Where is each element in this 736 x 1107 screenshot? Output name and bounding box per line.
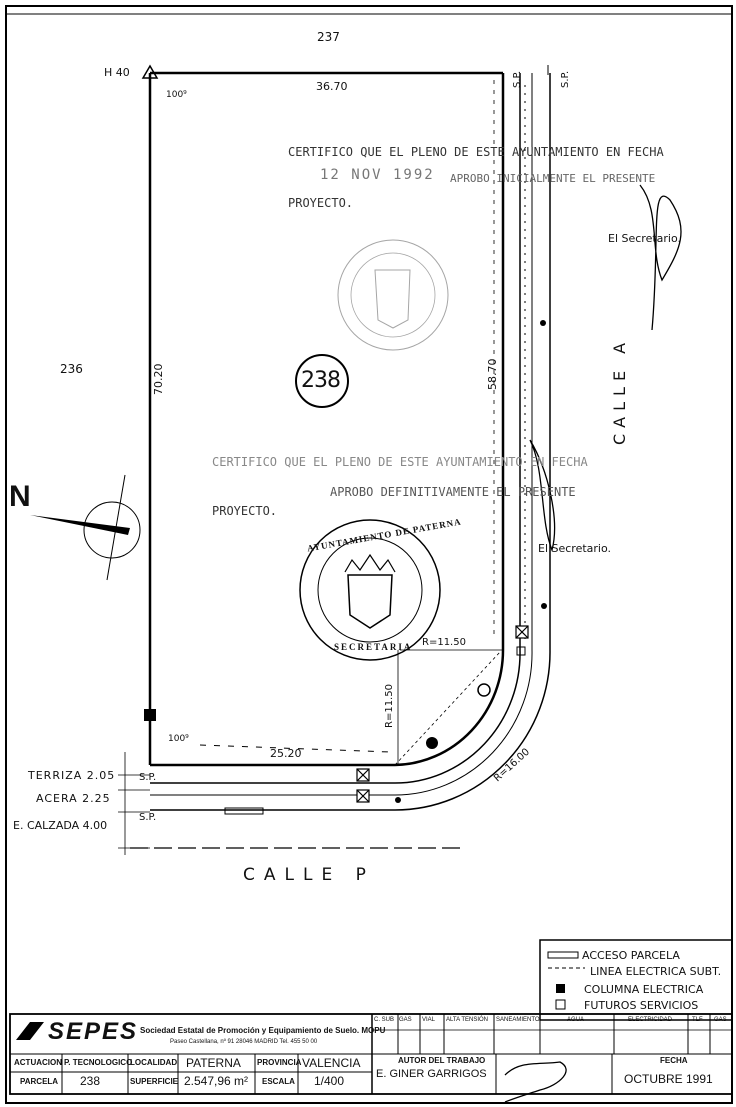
signature-strokes bbox=[504, 184, 682, 1103]
neighbor-plot-237: 237 bbox=[317, 30, 340, 44]
future-services-symbols bbox=[516, 646, 526, 656]
dimension-top: 36.70 bbox=[316, 80, 348, 93]
service-header-3: VIAL bbox=[422, 1017, 436, 1023]
certificate-1-line2: APROBO INICIALMENTE EL PRESENTE bbox=[450, 172, 656, 185]
fecha-value: OCTUBRE 1991 bbox=[624, 1072, 713, 1086]
service-header-2: ALTA TENSIÓN bbox=[446, 1017, 489, 1023]
localidad-value: PATERNA bbox=[186, 1056, 241, 1070]
dimension-bottom: 25.20 bbox=[270, 747, 302, 760]
certificate-1-date: 12 NOV 1992 bbox=[320, 167, 435, 183]
actuacion-type: P. TECNOLOGICO bbox=[64, 1058, 133, 1067]
access-strip bbox=[224, 807, 264, 815]
plot-boundary bbox=[148, 71, 505, 767]
angle-bottom: 100⁹ bbox=[168, 734, 189, 744]
escala-label: ESCALA bbox=[262, 1077, 295, 1086]
autor-label: AUTOR DEL TRABAJO bbox=[398, 1056, 486, 1065]
service-header-7: TLF bbox=[692, 1017, 703, 1023]
certificate-2-sign: El Secretario. bbox=[538, 542, 612, 555]
company-address: Paseo Castellana, nº 91 28046 MADRID Tel… bbox=[170, 1039, 318, 1045]
north-label: N bbox=[9, 480, 31, 513]
certificate-1-line1: CERTIFICO QUE EL PLENO DE ESTE AYUNTAMIE… bbox=[288, 145, 664, 159]
survey-marker bbox=[141, 64, 159, 79]
certificate-2-line3: PROYECTO. bbox=[212, 504, 278, 518]
service-header-8: GAS bbox=[714, 1017, 727, 1023]
service-header-1: C. SUB bbox=[374, 1017, 395, 1023]
electric-line bbox=[199, 85, 526, 753]
neighbor-plot-236: 236 bbox=[60, 362, 83, 376]
certificate-2-line2: APROBO DEFINITIVAMENTE EL PRESENTE bbox=[330, 485, 576, 499]
north-arrow bbox=[30, 474, 141, 581]
legend-box bbox=[539, 939, 733, 1021]
radius-vertical: R=11.50 bbox=[384, 684, 395, 728]
street-calle-p: CALLE P bbox=[243, 865, 375, 885]
electric-column-symbols bbox=[356, 625, 529, 803]
sp-bottom-2: S.P. bbox=[139, 812, 157, 823]
sepes-logo: SEPES bbox=[48, 1018, 139, 1045]
service-header-4: SANEAMIENTO bbox=[496, 1017, 540, 1023]
sp-bottom-1: S.P. bbox=[139, 772, 157, 783]
title-block bbox=[9, 1013, 733, 1095]
escala-value: 1/400 bbox=[314, 1074, 345, 1088]
localidad-label: LOCALIDAD bbox=[130, 1058, 178, 1067]
seal-bottom-text: SECRETARIA bbox=[334, 642, 413, 652]
superficie-label: SUPERFICIE bbox=[130, 1077, 179, 1086]
plot-number: 238 bbox=[301, 368, 341, 393]
seal-lower bbox=[299, 519, 441, 661]
section-calzada: E. CALZADA 4.00 bbox=[13, 819, 108, 832]
sepes-logo-mark bbox=[16, 1022, 44, 1040]
dimension-left: 70.20 bbox=[152, 363, 165, 396]
fecha-label: FECHA bbox=[660, 1056, 688, 1065]
street-lines bbox=[130, 65, 551, 849]
corner-label: H 40 bbox=[104, 66, 130, 79]
service-header-6: ELECTRICIDAD bbox=[628, 1017, 673, 1023]
access-marker bbox=[144, 709, 156, 721]
sp-top-2: S.P. bbox=[560, 70, 571, 88]
service-points bbox=[395, 320, 547, 803]
parcela-value: 238 bbox=[80, 1074, 101, 1088]
actuacion-label: ACTUACION bbox=[14, 1058, 62, 1067]
legend-acceso-parcela: ACCESO PARCELA bbox=[582, 949, 680, 962]
legend-futuros-servicios: FUTUROS SERVICIOS bbox=[584, 999, 699, 1012]
provincia-value: VALENCIA bbox=[302, 1056, 361, 1070]
seal-upper bbox=[337, 239, 449, 351]
parcela-label: PARCELA bbox=[20, 1077, 59, 1086]
street-calle-a: CALLE A bbox=[610, 336, 629, 445]
legend-columna-electrica: COLUMNA ELECTRICA bbox=[584, 983, 704, 996]
dimension-lines bbox=[118, 80, 503, 855]
section-acera: ACERA 2.25 bbox=[36, 792, 111, 805]
legend-linea-electrica: LINEA ELECTRICA SUBT. bbox=[590, 965, 722, 978]
service-header-5: GAS bbox=[399, 1017, 412, 1023]
certificate-1-line3: PROYECTO. bbox=[288, 196, 354, 210]
sp-top-1: S.P. bbox=[512, 70, 523, 88]
provincia-label: PROVINCIA bbox=[257, 1058, 302, 1067]
autor-value: E. GINER GARRIGOS bbox=[376, 1068, 487, 1080]
dimension-right: 58.70 bbox=[486, 358, 499, 391]
certificate-2-line1: CERTIFICO QUE EL PLENO DE ESTE AYUNTAMIE… bbox=[212, 455, 588, 469]
superficie-value: 2.547,96 m² bbox=[184, 1074, 249, 1088]
certificate-1-sign: El Secretario. bbox=[608, 232, 682, 245]
radius-horizontal: R=11.50 bbox=[422, 637, 466, 648]
sheet-frame bbox=[5, 5, 733, 1104]
section-terriza: TERRIZA 2.05 bbox=[28, 769, 116, 782]
angle-top: 100⁹ bbox=[166, 90, 187, 100]
service-header-0: AGUA bbox=[567, 1017, 585, 1023]
plot-number-circle bbox=[295, 354, 349, 408]
company-name: Sociedad Estatal de Promoción y Equipami… bbox=[140, 1026, 386, 1035]
